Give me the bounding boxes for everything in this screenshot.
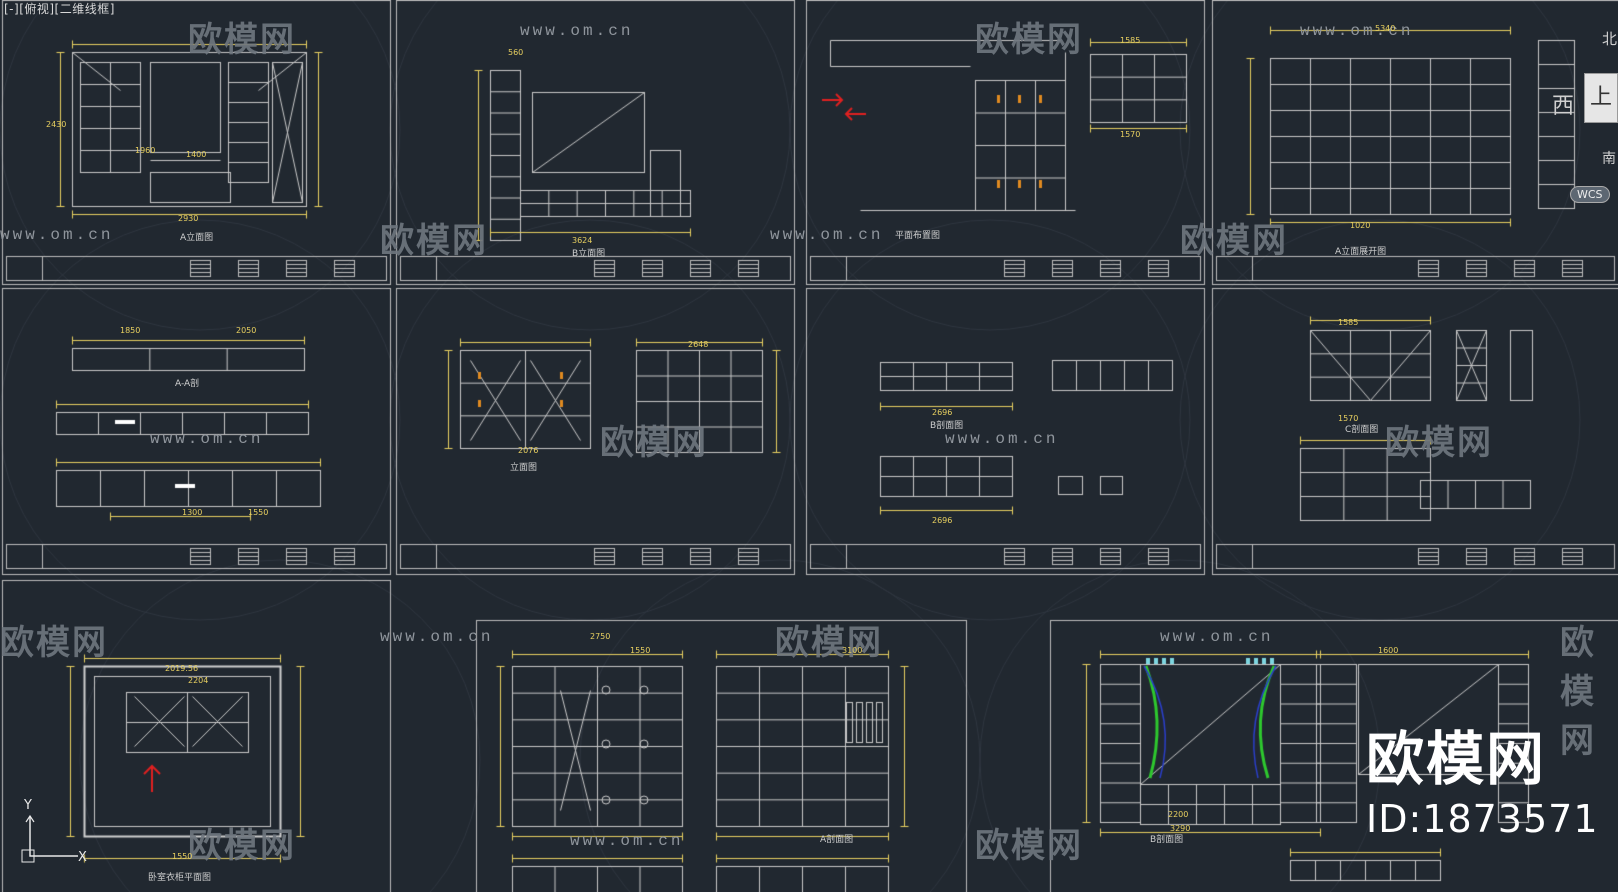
model-id-watermark: ID:1873571 [1366, 797, 1599, 841]
watermark-brand: 欧模网 [1560, 623, 1596, 761]
dimension-label: 2019.56 [165, 664, 199, 673]
dimension-label: 3624 [572, 236, 593, 245]
watermark-brand: 欧模网 [600, 423, 708, 463]
dimension-label: 3100 [842, 646, 863, 655]
watermark-brand: 欧模网 [188, 826, 296, 866]
watermark-url: www.om.cn [570, 832, 684, 850]
watermark-brand: 欧模网 [1385, 423, 1493, 463]
watermark-url: www.om.cn [770, 226, 884, 244]
sheet-title: 立面图 [510, 463, 538, 473]
sheet-title: B剖面图 [1150, 835, 1184, 845]
viewport-controls-label[interactable]: [-][俯视][二维线框] [4, 2, 115, 16]
viewcube-top-face[interactable]: 上 [1584, 73, 1618, 123]
sheet-title: C剖面图 [1345, 425, 1379, 435]
ucs-y-label: Y [24, 798, 32, 813]
dimension-label: 1020 [1350, 221, 1371, 230]
compass-south-label[interactable]: 南 [1602, 151, 1616, 167]
sheet-title: A立面展开图 [1335, 247, 1387, 257]
dimension-label: 2430 [46, 120, 67, 129]
dimension-label: 560 [508, 48, 524, 57]
dimension-label: 1585 [1120, 36, 1141, 45]
dimension-label: 1570 [1120, 130, 1141, 139]
dimension-label: 1570 [1338, 414, 1359, 423]
dimension-label: 1585 [1338, 318, 1359, 327]
watermark-url: www.om.cn [380, 628, 494, 646]
dimension-label: 2696 [932, 408, 953, 417]
dimension-label: 1600 [1378, 646, 1399, 655]
sheet-title: A剖面图 [820, 835, 854, 845]
dimension-label: 5340 [1375, 24, 1396, 33]
dimension-label: 2200 [1168, 810, 1189, 819]
viewcube[interactable]: 北 西 上 南 WCS [1550, 28, 1618, 228]
dimension-label: 2050 [236, 326, 257, 335]
dimension-label: 2750 [590, 632, 611, 641]
dimension-label: 2204 [188, 676, 209, 685]
sheet-title: 平面布置图 [895, 231, 941, 241]
dimension-label: 3290 [1170, 824, 1191, 833]
watermark-brand: 欧模网 [0, 623, 108, 663]
dimension-label: 1400 [186, 150, 207, 159]
watermark-url: www.om.cn [150, 430, 264, 448]
dimension-label: 1550 [172, 852, 193, 861]
dimension-label: 2648 [688, 340, 709, 349]
watermark-brand: 欧模网 [975, 20, 1083, 60]
compass-west-label[interactable]: 西 [1552, 94, 1575, 119]
watermark-url: www.om.cn [1300, 22, 1414, 40]
dimension-label: 1550 [248, 508, 269, 517]
dimension-label: 2076 [518, 446, 539, 455]
ucs-x-label: X [78, 850, 87, 865]
watermark-brand: 欧模网 [380, 221, 488, 261]
ucs-axis-icon: Y X [18, 798, 98, 868]
watermark-brand: 欧模网 [188, 20, 296, 60]
sheet-title: B立面图 [572, 249, 606, 259]
dimension-label: 2696 [932, 516, 953, 525]
sheet-title: 卧室衣柜平面图 [148, 873, 212, 883]
watermark-url: www.om.cn [1160, 628, 1274, 646]
dimension-label: 2930 [178, 214, 199, 223]
sheet-title: B剖面图 [930, 421, 964, 431]
sheet-title: A-A剖 [175, 379, 200, 389]
dimension-label: 1960 [135, 146, 156, 155]
ucs-axis-graphic [21, 814, 78, 863]
dimension-label: 1550 [630, 646, 651, 655]
watermark-url: www.om.cn [0, 226, 114, 244]
watermark-url: www.om.cn [945, 430, 1059, 448]
dimension-label: 1300 [182, 508, 203, 517]
watermark-brand: 欧模网 [975, 826, 1083, 866]
brand-watermark: 欧模网 [1366, 725, 1547, 793]
dimension-label: 1850 [120, 326, 141, 335]
compass-north-label[interactable]: 北 [1602, 30, 1618, 48]
watermark-brand: 欧模网 [775, 623, 883, 663]
watermark-url: www.om.cn [520, 22, 634, 40]
sheet-title: A立面图 [180, 233, 214, 243]
watermark-brand: 欧模网 [1180, 221, 1288, 261]
wcs-menu-button[interactable]: WCS [1570, 186, 1610, 203]
